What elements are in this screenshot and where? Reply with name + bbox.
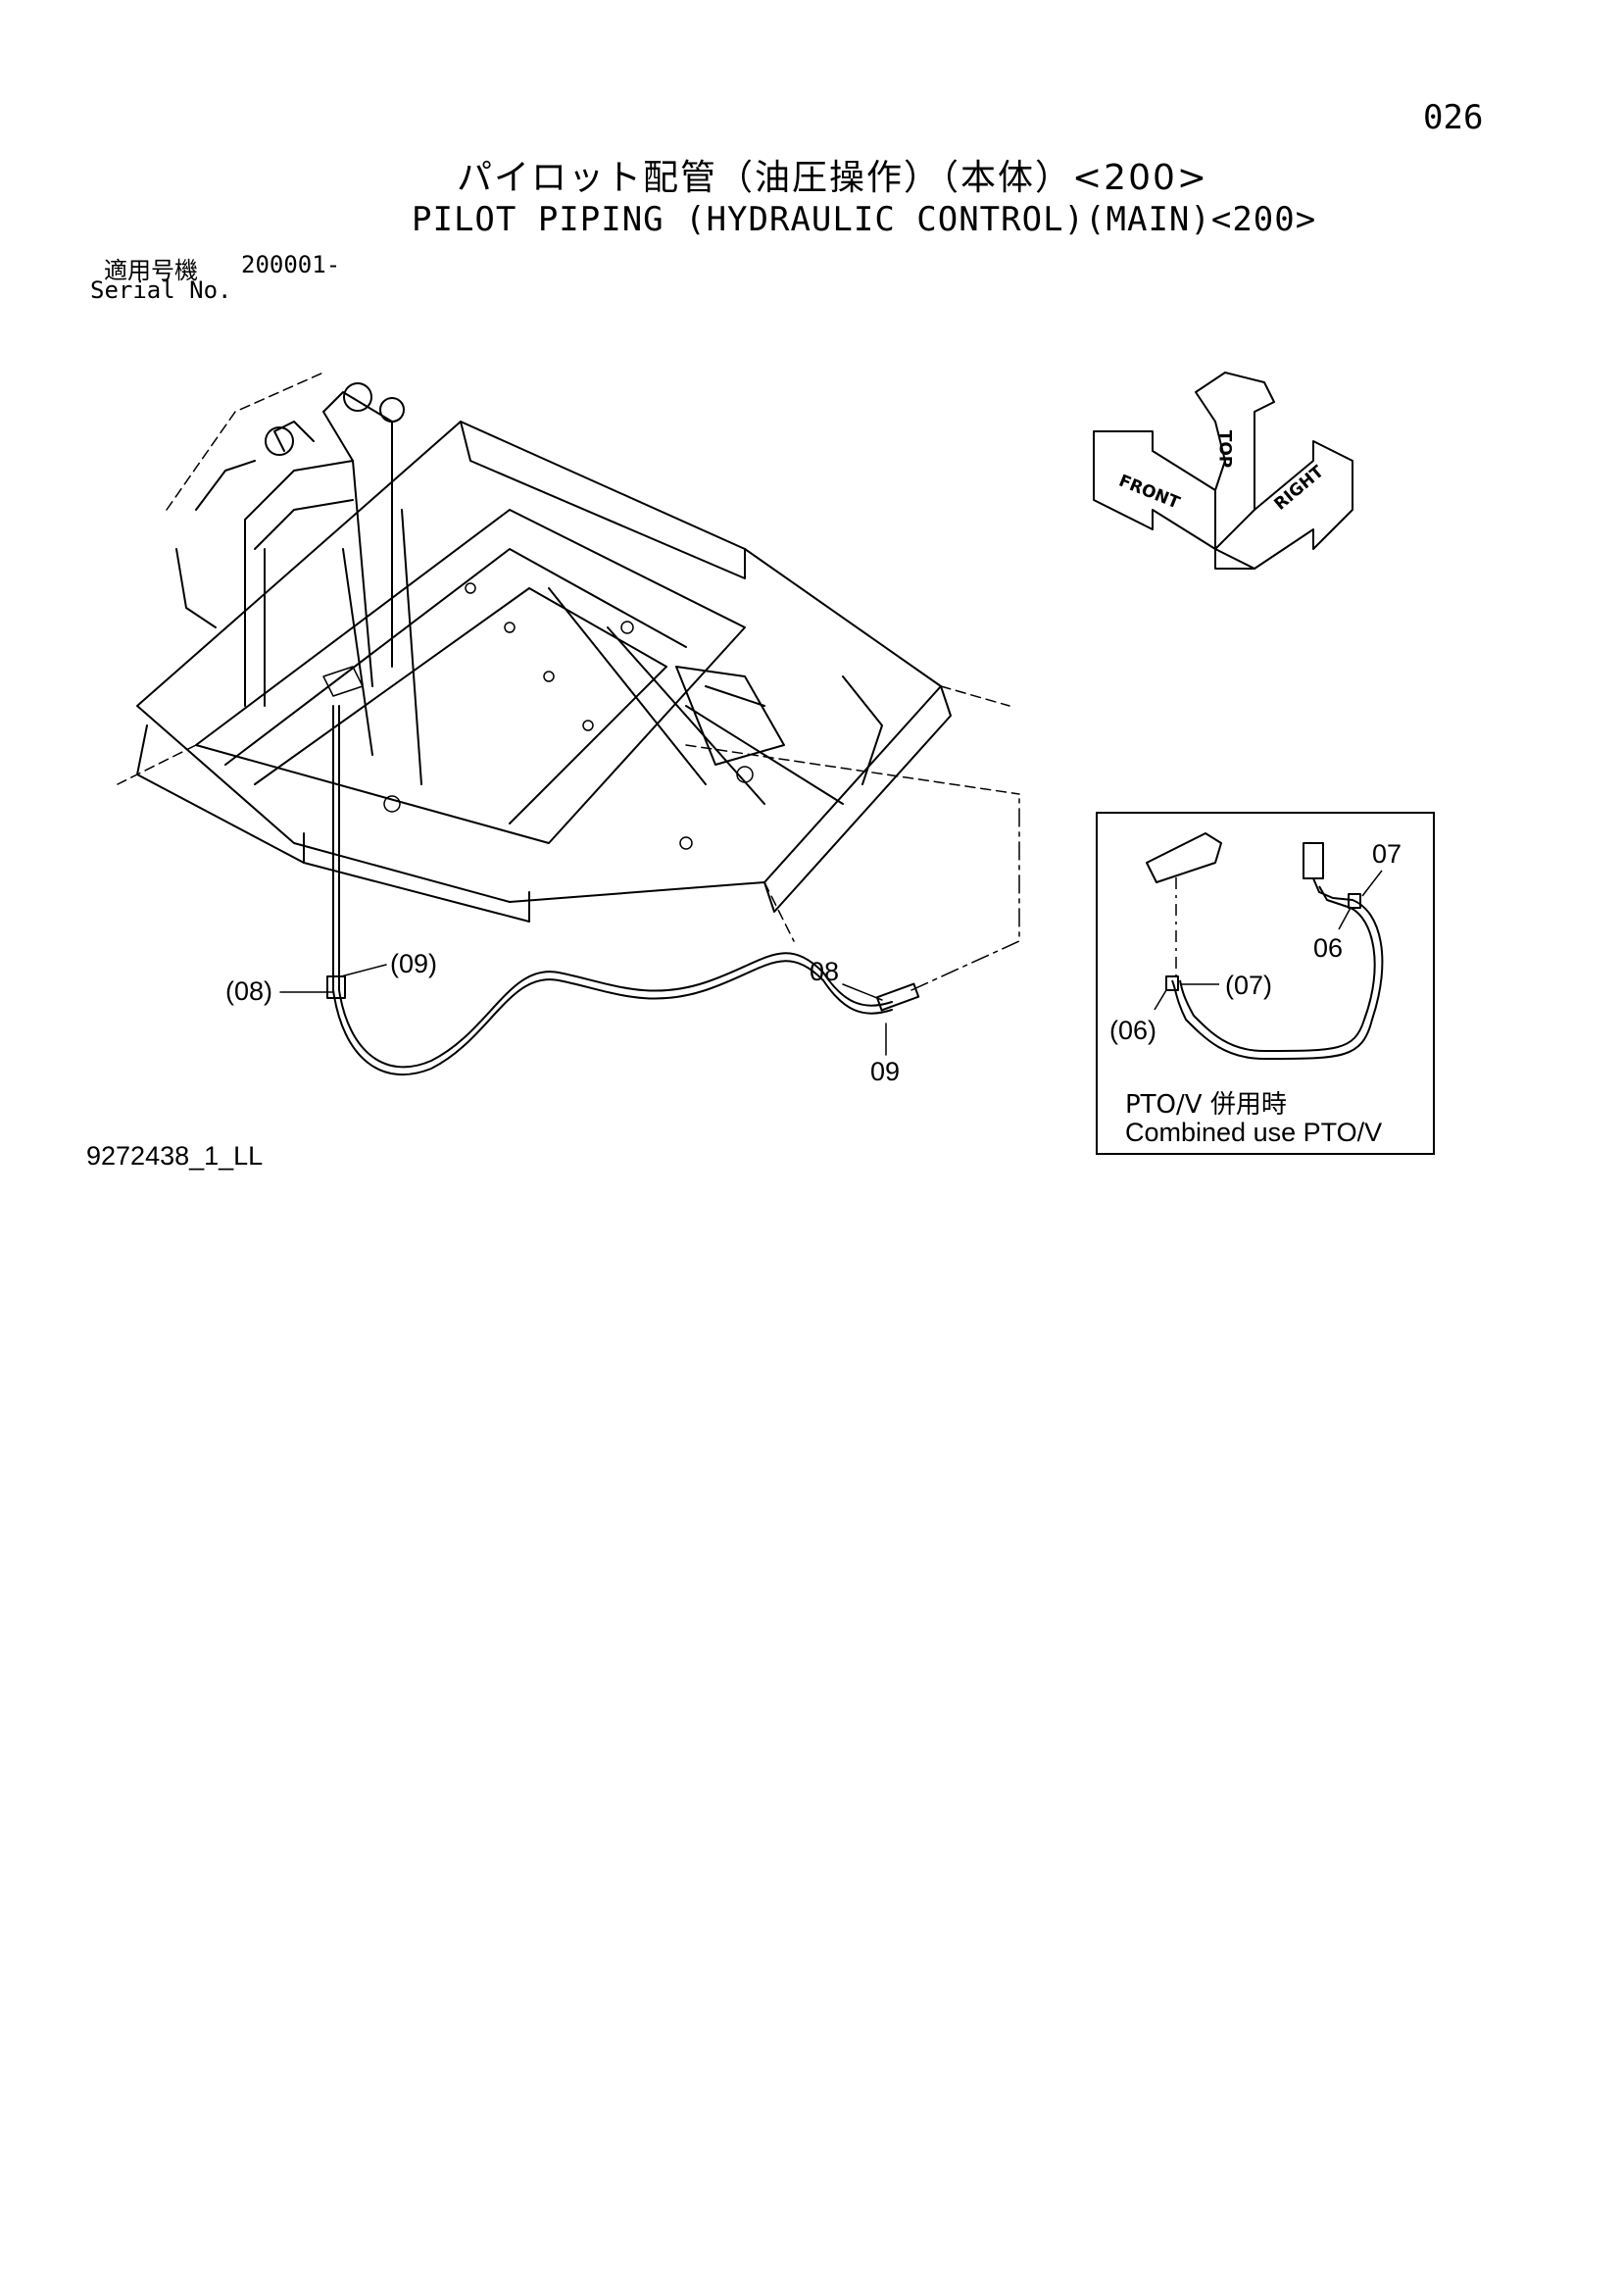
inset-note-japanese: PTO/V 併用時 xyxy=(1125,1090,1287,1120)
inset-callout-07: 07 xyxy=(1372,839,1402,869)
callout-09-paren: (09) xyxy=(390,949,438,978)
title-english: PILOT PIPING (HYDRAULIC CONTROL)(MAIN)<2… xyxy=(412,200,1317,239)
inset-callout-06-paren: (06) xyxy=(1109,1016,1157,1045)
serial-label-english: Serial No. xyxy=(90,276,232,304)
pilot-hose-main xyxy=(326,705,920,1076)
callout-09: 09 xyxy=(870,1057,901,1086)
page-number: 026 xyxy=(1423,98,1484,137)
phantom-lines xyxy=(117,372,1020,942)
orientation-arrows xyxy=(1093,372,1353,570)
hose-connection-line xyxy=(910,793,1020,991)
callout-08-paren: (08) xyxy=(225,976,273,1006)
drawing-number: 9272438_1_LL xyxy=(86,1141,264,1171)
inset-callout-06: 06 xyxy=(1313,933,1344,963)
boom-bracket xyxy=(175,382,405,707)
inset-callout-07-paren: (07) xyxy=(1225,971,1273,1000)
callout-08: 08 xyxy=(810,957,840,986)
main-leaders xyxy=(279,964,887,1056)
inset-note-english: Combined use PTO/V xyxy=(1125,1118,1383,1147)
frame-details xyxy=(322,582,754,850)
serial-label-japanese: 適用号機 xyxy=(104,257,198,284)
serial-number-value: 200001- xyxy=(241,251,341,278)
inset-detail-box xyxy=(1096,812,1435,1155)
title-japanese: パイロット配管（油圧操作）（本体）<200> xyxy=(457,158,1209,198)
main-frame-outline xyxy=(136,421,952,923)
